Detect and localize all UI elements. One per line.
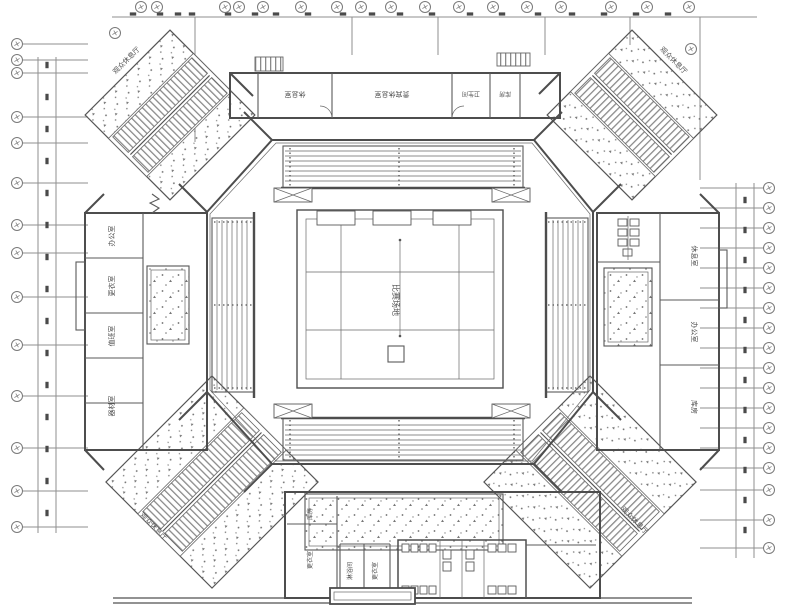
room-strip-bottom: 库房 更衣室 淋浴间 更衣室 xyxy=(284,491,601,605)
room-label: 办公室 xyxy=(690,322,699,343)
vomitory-stair-box xyxy=(491,187,531,203)
stair-flight xyxy=(142,412,260,530)
seating-bank-left xyxy=(211,212,256,398)
wing-northeast xyxy=(546,29,718,201)
court-center-mark xyxy=(387,345,405,363)
room-label: 值班室 xyxy=(107,326,116,347)
toilet-fixtures-right-wing xyxy=(617,216,640,260)
dimension-values-top xyxy=(129,12,672,16)
entry-porch-left xyxy=(75,261,86,331)
stair-block-top-left xyxy=(254,56,284,72)
room-label: 更衣室 xyxy=(306,551,314,569)
room-label: 卫生间 xyxy=(462,90,480,98)
seating-bank-right xyxy=(544,212,589,398)
room-label: 更衣室 xyxy=(107,276,116,297)
entrance-hall xyxy=(304,493,504,551)
seating-bank-top xyxy=(273,145,531,203)
room-label: 器材室 xyxy=(107,396,116,417)
room-strip-right: 休息室 办公室 库房 xyxy=(596,212,728,451)
grid-bubbles-left xyxy=(11,38,23,533)
room-label: 办公室 xyxy=(107,226,116,247)
court-side-table xyxy=(432,210,472,226)
room-strip-top: 休息室 贵宾休息室 卫生间 库房 xyxy=(229,52,561,119)
room-label: 更衣室 xyxy=(371,562,379,580)
room-label: 贵宾休息室 xyxy=(375,90,410,99)
dimension-chain-left xyxy=(11,38,88,533)
court-side-table xyxy=(316,210,356,226)
stair-flight xyxy=(112,57,209,154)
room-label: 库房 xyxy=(690,400,699,414)
stair-flight xyxy=(574,76,671,173)
stair-flight xyxy=(131,76,228,173)
inner-court-left xyxy=(146,265,190,345)
dimension-chain-right xyxy=(700,182,775,558)
room-label: 休息室 xyxy=(285,90,306,99)
vomitory-stair-box xyxy=(273,403,313,419)
room-label: 淋浴间 xyxy=(346,562,354,580)
room-strip-left: 办公室 更衣室 值班室 器材室 xyxy=(75,193,208,451)
vomitory-stair-box xyxy=(491,403,531,419)
dimension-values-right xyxy=(743,196,747,534)
competition-court: 比赛场地 xyxy=(296,209,504,389)
wing-northwest xyxy=(84,29,256,201)
grid-bubbles-top xyxy=(109,1,697,55)
wing-southeast xyxy=(483,375,697,589)
seating-bowl xyxy=(84,72,720,493)
break-symbol xyxy=(148,193,161,214)
seating-bank-bottom xyxy=(273,403,531,461)
stair-flight xyxy=(164,434,282,552)
court-label: 比赛场地 xyxy=(391,284,401,316)
court-side-table xyxy=(372,210,412,226)
wing-southwest xyxy=(105,375,319,589)
stair-block-top-right xyxy=(496,52,531,67)
room-label: 休息室 xyxy=(690,246,699,267)
toilet-block-bottom xyxy=(397,539,527,599)
entrance-porch-bottom xyxy=(329,587,416,605)
grid-bubbles-right xyxy=(763,182,775,554)
stair-flight xyxy=(542,412,660,530)
dimension-values-left xyxy=(45,61,49,517)
room-label: 库房 xyxy=(499,90,511,98)
stair-flight xyxy=(593,57,690,154)
room-label: 库房 xyxy=(306,508,314,520)
entry-porch-right xyxy=(718,249,728,309)
vomitory-stair-box xyxy=(273,187,313,203)
inner-court-right xyxy=(603,267,653,347)
